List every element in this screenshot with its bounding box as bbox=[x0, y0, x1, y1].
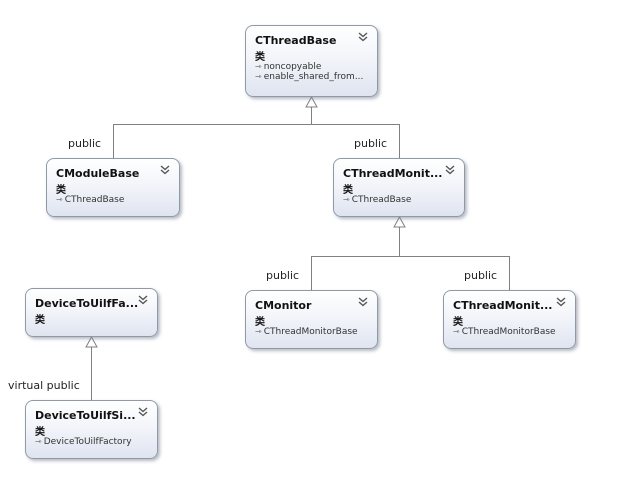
class-box-cthreadbase[interactable]: CThreadBase 类 ⇾noncopyable ⇾enable_share… bbox=[245, 25, 378, 97]
base-class-item: ⇾CThreadBase bbox=[343, 195, 412, 205]
double-chevron-down-icon[interactable] bbox=[555, 296, 567, 308]
inherit-icon: ⇾ bbox=[35, 437, 42, 446]
inheritance-arrow-icon bbox=[85, 335, 98, 348]
class-box-devicesimple[interactable]: DeviceToUilfSi... 类 ⇾DeviceToUilfFactory bbox=[25, 400, 158, 459]
class-name: DeviceToUilfFa... bbox=[35, 297, 139, 310]
edge-cmodulebase bbox=[113, 124, 400, 158]
base-class-item: ⇾CThreadMonitorBase bbox=[453, 327, 556, 337]
edge-label-cmodulebase: public bbox=[68, 137, 102, 150]
inheritance-arrow-icon bbox=[305, 95, 318, 108]
double-chevron-down-icon[interactable] bbox=[159, 164, 171, 176]
base-class-item: ⇾noncopyable bbox=[255, 62, 322, 72]
class-name: CThreadMonit... bbox=[453, 299, 553, 312]
edge-label-cmonitor: public bbox=[266, 269, 300, 282]
base-class-item: ⇾DeviceToUilfFactory bbox=[35, 437, 132, 447]
double-chevron-down-icon[interactable] bbox=[357, 31, 369, 43]
class-kind: 类 bbox=[35, 315, 45, 326]
edge-label-cthreadmonitorbase: public bbox=[354, 137, 388, 150]
class-kind: 类 bbox=[35, 427, 45, 438]
class-box-cthreadmonitorbase[interactable]: CThreadMonit... 类 ⇾CThreadBase bbox=[333, 158, 465, 217]
class-name: CThreadBase bbox=[255, 34, 337, 47]
inheritance-arrow-icon bbox=[393, 215, 406, 228]
edge-label-devicesimple: virtual public bbox=[8, 379, 80, 392]
double-chevron-down-icon[interactable] bbox=[357, 296, 369, 308]
class-kind: 类 bbox=[255, 317, 265, 328]
class-box-cthreadmonitor2[interactable]: CThreadMonit... 类 ⇾CThreadMonitorBase bbox=[443, 290, 576, 349]
class-name: CThreadMonit... bbox=[343, 167, 443, 180]
edge-monitor-children bbox=[311, 256, 510, 290]
class-name: CModuleBase bbox=[56, 167, 140, 180]
double-chevron-down-icon[interactable] bbox=[444, 164, 456, 176]
class-name: CMonitor bbox=[255, 299, 312, 312]
base-class-item: ⇾CThreadBase bbox=[56, 195, 125, 205]
inherit-icon: ⇾ bbox=[343, 195, 350, 204]
class-box-cmodulebase[interactable]: CModuleBase 类 ⇾CThreadBase bbox=[46, 158, 180, 217]
class-kind: 类 bbox=[453, 317, 463, 328]
class-box-devicefactory[interactable]: DeviceToUilfFa... 类 bbox=[25, 288, 158, 337]
class-name: DeviceToUilfSi... bbox=[35, 409, 136, 422]
base-class-item: ⇾enable_shared_from... bbox=[255, 72, 364, 82]
inherit-icon: ⇾ bbox=[453, 327, 460, 336]
inherit-icon: ⇾ bbox=[255, 72, 262, 81]
base-class-item: ⇾CThreadMonitorBase bbox=[255, 327, 358, 337]
class-kind: 类 bbox=[255, 52, 265, 63]
class-kind: 类 bbox=[343, 185, 353, 196]
inherit-icon: ⇾ bbox=[255, 327, 262, 336]
inherit-icon: ⇾ bbox=[56, 195, 63, 204]
double-chevron-down-icon[interactable] bbox=[137, 294, 149, 306]
edge-label-cthreadmonitor2: public bbox=[464, 269, 498, 282]
inherit-icon: ⇾ bbox=[255, 62, 262, 71]
class-box-cmonitor[interactable]: CMonitor 类 ⇾CThreadMonitorBase bbox=[245, 290, 378, 349]
class-kind: 类 bbox=[56, 185, 66, 196]
double-chevron-down-icon[interactable] bbox=[137, 406, 149, 418]
